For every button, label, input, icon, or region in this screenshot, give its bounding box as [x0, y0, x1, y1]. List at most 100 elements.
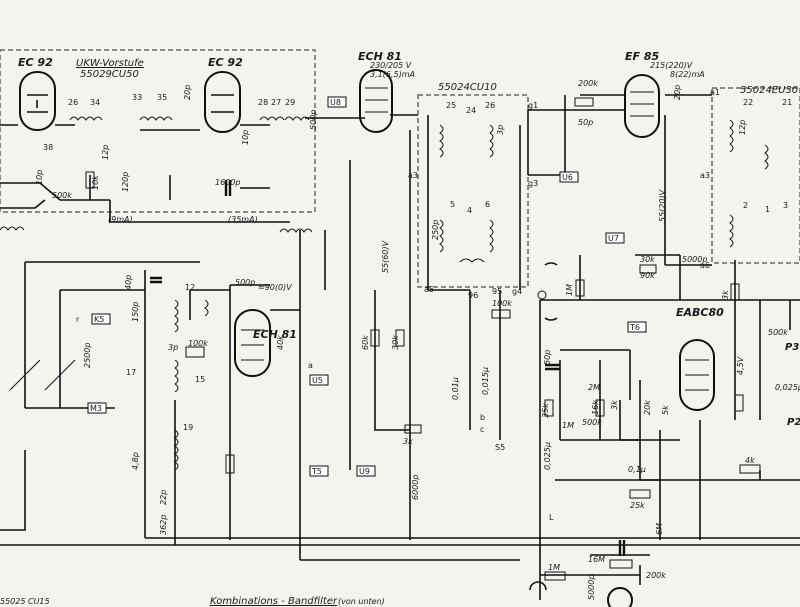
- svg-text:3,1(6,5)mA: 3,1(6,5)mA: [370, 70, 415, 79]
- svg-text:ECH 81: ECH 81: [358, 50, 402, 63]
- svg-text:1: 1: [765, 205, 770, 214]
- svg-text:50p: 50p: [543, 350, 552, 365]
- svg-text:a5: a5: [424, 285, 434, 294]
- svg-text:(9mA): (9mA): [108, 215, 133, 224]
- switch-labels: U8 U6 U7 K5 M3 U5 T5 U9 T6 S5: [87, 96, 647, 477]
- svg-text:26: 26: [485, 101, 495, 110]
- svg-text:UKW-Vorstufe: UKW-Vorstufe: [76, 58, 144, 69]
- svg-text:10p: 10p: [35, 170, 44, 185]
- tube-ech81-mid: ECH 81: [234, 309, 297, 377]
- svg-text:4,5V: 4,5V: [736, 356, 745, 375]
- svg-text:22p: 22p: [159, 490, 168, 505]
- svg-text:20k: 20k: [643, 400, 652, 415]
- svg-text:33: 33: [132, 93, 142, 102]
- caption-von-unten: (von unten): [338, 597, 385, 606]
- svg-text:P2: P2: [787, 417, 800, 428]
- svg-text:M3: M3: [90, 404, 102, 413]
- svg-text:35k: 35k: [541, 403, 550, 418]
- svg-text:500p: 500p: [309, 110, 318, 130]
- svg-text:5000p: 5000p: [682, 255, 707, 264]
- svg-text:4: 4: [467, 206, 472, 215]
- pin-labels: a1 a3 a6 a3 a5 g1 g3 g4 95 96 a r b c L: [76, 88, 720, 522]
- wiring: [0, 94, 800, 600]
- svg-text:40p: 40p: [124, 275, 133, 290]
- svg-text:55024CU10: 55024CU10: [438, 82, 497, 93]
- tube-ec92-right: EC 92: [204, 56, 243, 133]
- svg-text:90k: 90k: [640, 271, 655, 280]
- svg-text:55024EU30: 55024EU30: [740, 85, 798, 96]
- svg-text:T6: T6: [629, 323, 640, 332]
- svg-text:28: 28: [258, 98, 268, 107]
- svg-text:50p: 50p: [578, 118, 593, 127]
- svg-text:200k: 200k: [646, 571, 666, 580]
- svg-text:20p: 20p: [183, 85, 192, 100]
- svg-text:5: 5: [450, 200, 455, 209]
- svg-text:5000p: 5000p: [587, 575, 596, 600]
- svg-text:230/205 V: 230/205 V: [370, 61, 412, 70]
- svg-text:EC 92: EC 92: [208, 56, 243, 69]
- svg-text:35: 35: [157, 93, 167, 102]
- caption-kombinations-bandfilter: Kombinations - Bandfilter: [210, 596, 338, 607]
- svg-text:24: 24: [466, 106, 476, 115]
- tube-eabc80: EABC80: [676, 306, 724, 411]
- svg-text:10k: 10k: [91, 175, 100, 190]
- svg-text:2: 2: [743, 201, 748, 210]
- components: [9, 97, 761, 607]
- svg-text:22: 22: [743, 98, 753, 107]
- svg-text:3k: 3k: [721, 290, 730, 300]
- svg-text:4,8p: 4,8p: [131, 452, 140, 470]
- svg-text:25: 25: [446, 101, 456, 110]
- svg-text:1600p: 1600p: [215, 178, 240, 187]
- svg-text:≈90(0)V: ≈90(0)V: [258, 283, 292, 292]
- svg-text:0,025μ: 0,025μ: [775, 383, 800, 392]
- cut-off-module-label: 55025 CU15: [0, 597, 50, 606]
- svg-text:10p: 10p: [241, 130, 250, 145]
- svg-text:500p: 500p: [235, 278, 255, 287]
- svg-text:EC 92: EC 92: [18, 56, 53, 69]
- svg-text:55(60)V: 55(60)V: [381, 240, 390, 273]
- svg-text:500k: 500k: [768, 328, 788, 337]
- svg-text:1M: 1M: [562, 421, 574, 430]
- svg-text:3k: 3k: [610, 400, 619, 410]
- svg-text:12p: 12p: [738, 120, 747, 135]
- svg-text:5k: 5k: [661, 405, 670, 415]
- svg-text:2500p: 2500p: [83, 343, 92, 368]
- tube-ech81-top: ECH 81: [358, 50, 402, 133]
- svg-text:P3: P3: [785, 342, 799, 353]
- if1-module-box: [417, 94, 529, 288]
- svg-text:15: 15: [195, 375, 205, 384]
- svg-text:200k: 200k: [578, 79, 598, 88]
- svg-text:a3: a3: [700, 171, 710, 180]
- svg-text:6M: 6M: [655, 523, 664, 535]
- svg-text:3p: 3p: [168, 343, 178, 352]
- svg-text:150p: 150p: [131, 302, 140, 322]
- svg-text:T5: T5: [311, 467, 322, 476]
- svg-text:a1: a1: [710, 88, 720, 97]
- svg-text:(35mA): (35mA): [228, 215, 258, 224]
- svg-text:U5: U5: [312, 376, 323, 385]
- svg-text:17: 17: [126, 368, 136, 377]
- svg-text:4k: 4k: [745, 456, 755, 465]
- svg-text:U6: U6: [562, 173, 573, 182]
- coils: [0, 116, 769, 471]
- svg-text:20p: 20p: [673, 85, 682, 100]
- svg-text:S5: S5: [495, 443, 505, 452]
- svg-text:100k: 100k: [492, 299, 512, 308]
- svg-text:27: 27: [271, 98, 281, 107]
- svg-text:g3: g3: [528, 179, 538, 188]
- svg-text:0,01μ: 0,01μ: [451, 377, 460, 400]
- svg-text:16M: 16M: [588, 555, 605, 564]
- svg-text:362p: 362p: [159, 515, 168, 535]
- svg-text:215(220)V: 215(220)V: [650, 61, 693, 70]
- svg-text:55(20)V: 55(20)V: [658, 189, 667, 222]
- svg-text:0,1μ: 0,1μ: [628, 465, 646, 474]
- svg-text:U7: U7: [608, 234, 619, 243]
- svg-text:K5: K5: [94, 315, 104, 324]
- svg-text:a: a: [308, 361, 313, 370]
- svg-text:34: 34: [90, 98, 100, 107]
- component-values: 230/205 V 3,1(6,5)mA 215(220)V 8(22)mA (…: [35, 61, 800, 600]
- svg-text:500k: 500k: [52, 191, 72, 200]
- svg-text:16k: 16k: [591, 400, 600, 415]
- svg-text:1M: 1M: [548, 563, 560, 572]
